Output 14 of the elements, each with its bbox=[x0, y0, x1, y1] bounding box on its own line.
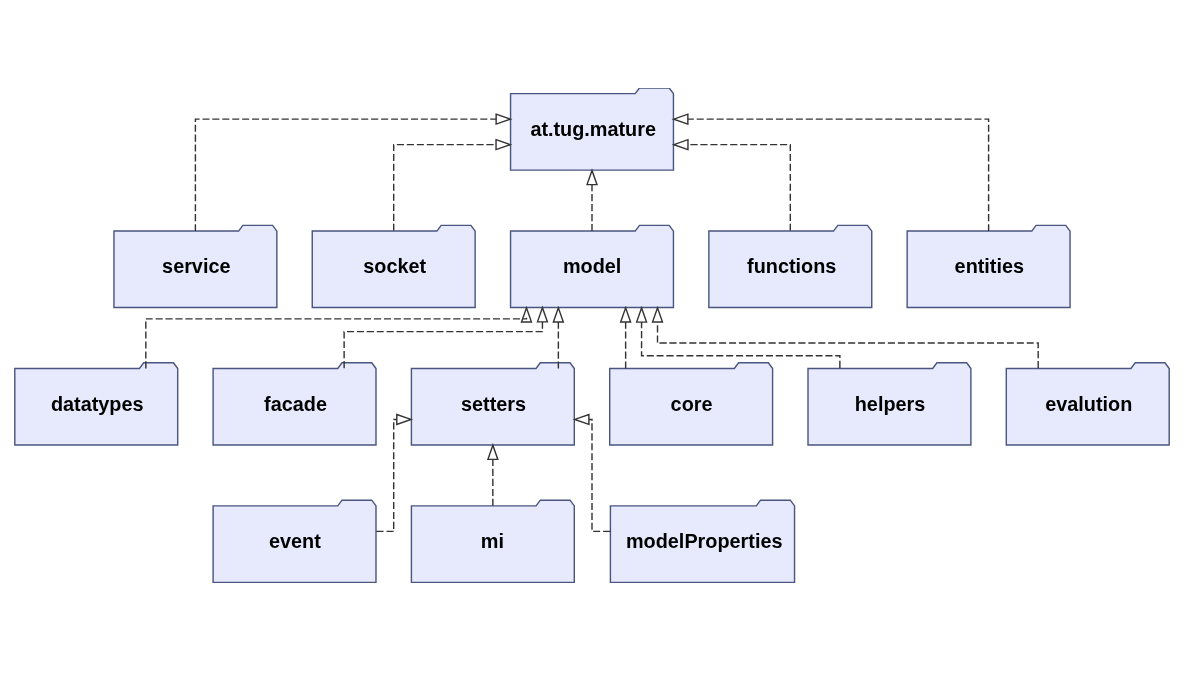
arrow bbox=[671, 138, 791, 231]
arrow bbox=[375, 413, 414, 532]
arrow bbox=[619, 305, 632, 369]
arrow bbox=[393, 138, 513, 231]
arrow bbox=[671, 112, 990, 232]
arrow bbox=[145, 305, 533, 369]
arrow bbox=[635, 305, 841, 369]
arrow bbox=[552, 305, 565, 369]
arrow bbox=[343, 305, 549, 369]
arrow bbox=[486, 442, 499, 507]
arrow bbox=[194, 112, 513, 232]
arrow bbox=[586, 167, 598, 232]
arrow bbox=[651, 305, 1039, 369]
arrow bbox=[572, 413, 611, 532]
